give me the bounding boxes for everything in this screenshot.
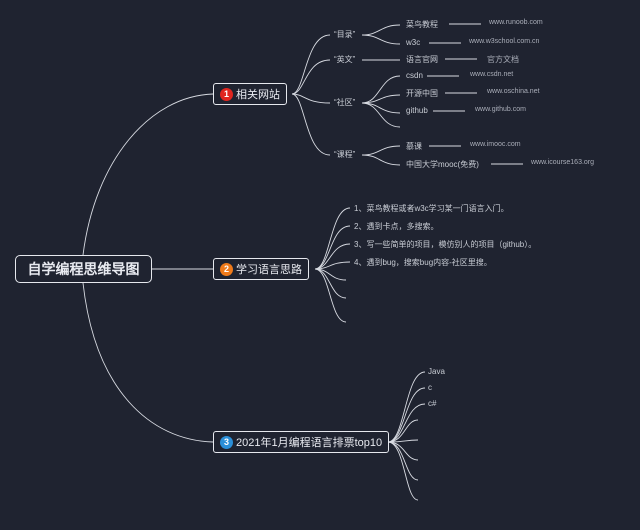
category-directory[interactable]: “目录”	[334, 30, 356, 39]
language-item[interactable]: c#	[428, 399, 437, 408]
root-node[interactable]: 自学编程思维导图	[15, 255, 152, 283]
site-url[interactable]: www.imooc.com	[470, 141, 521, 148]
site-url[interactable]: www.icourse163.org	[531, 159, 595, 166]
category-community[interactable]: “社区”	[334, 98, 356, 107]
branch-label: 2021年1月编程语言排票top10	[236, 437, 383, 449]
learning-step[interactable]: 2、遇到卡点，多搜索。	[354, 222, 439, 231]
site-url[interactable]: www.github.com	[475, 106, 526, 113]
language-item[interactable]: c	[428, 383, 432, 392]
learning-step[interactable]: 3、写一些简单的项目，模仿别人的项目（github）。	[354, 240, 537, 249]
site-url[interactable]: www.w3school.com.cn	[469, 38, 540, 45]
site-name[interactable]: 慕课	[406, 142, 422, 151]
site-name[interactable]: 开源中国	[406, 89, 438, 98]
language-item[interactable]: Java	[428, 367, 445, 376]
site-url[interactable]: www.csdn.net	[470, 71, 514, 78]
site-url[interactable]: www.runoob.com	[489, 19, 543, 26]
site-url[interactable]: www.oschina.net	[487, 88, 540, 95]
site-name[interactable]: 中国大学mooc(免费)	[406, 160, 479, 169]
learning-step[interactable]: 1、菜鸟教程或者w3c学习某一门语言入门。	[354, 204, 509, 213]
site-name[interactable]: csdn	[406, 71, 423, 80]
root-label: 自学编程思维导图	[27, 261, 140, 277]
number-badge-3: 3	[220, 435, 233, 449]
site-url[interactable]: 官方文档	[487, 55, 519, 64]
site-name[interactable]: 菜鸟教程	[406, 20, 438, 29]
branch-label: 学习语言思路	[236, 264, 302, 276]
site-name[interactable]: github	[406, 106, 428, 115]
branch-learning-path[interactable]: 2 学习语言思路	[213, 258, 309, 280]
branch-label: 相关网站	[236, 89, 280, 101]
site-name[interactable]: 语言官网	[406, 55, 438, 64]
branch-related-sites[interactable]: 1 相关网站	[213, 83, 287, 105]
number-badge-2: 2	[220, 262, 233, 276]
site-name[interactable]: w3c	[406, 38, 421, 47]
number-badge-1: 1	[220, 87, 233, 101]
category-courses[interactable]: “课程”	[334, 150, 356, 159]
learning-step[interactable]: 4、遇到bug，搜索bug内容-社区里搜。	[354, 258, 492, 267]
category-english[interactable]: “英文”	[334, 55, 356, 64]
branch-language-ranking[interactable]: 3 2021年1月编程语言排票top10	[213, 431, 390, 453]
